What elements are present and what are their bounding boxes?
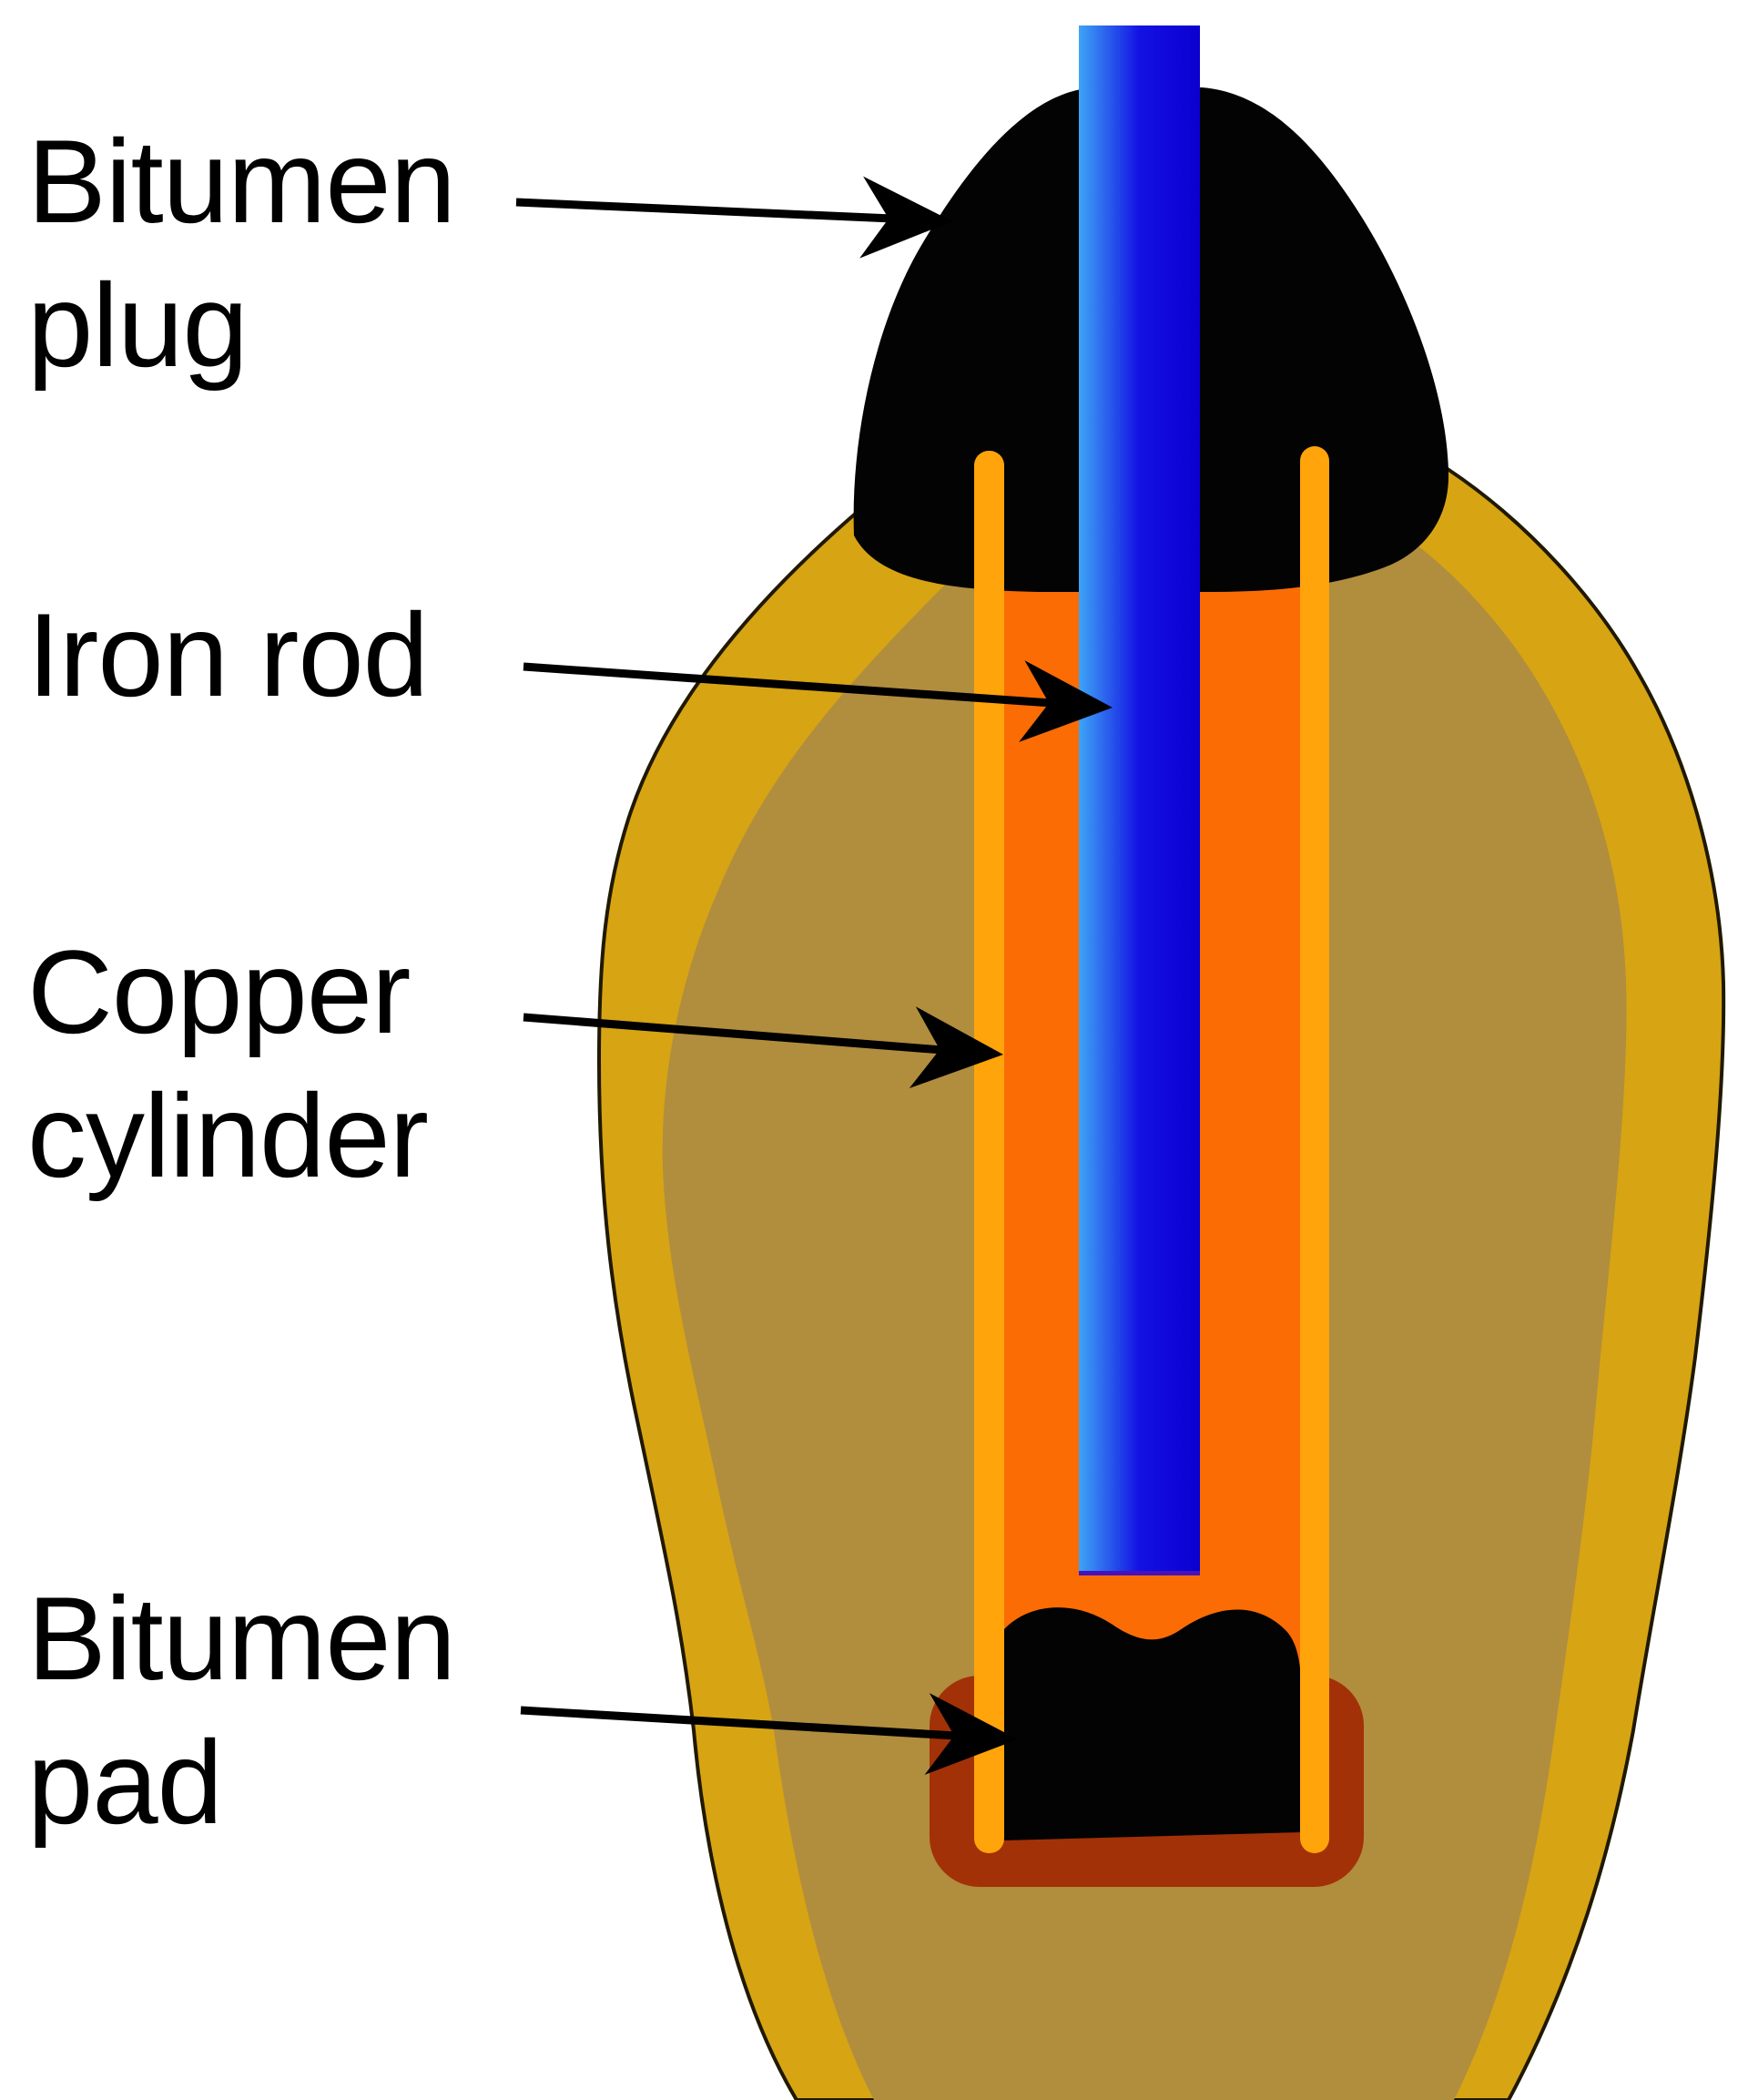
copper-cylinder-right-wall [1300, 446, 1329, 1853]
label-bitumen-plug-line1: Bitumen [27, 115, 456, 248]
iron-rod-shape [1079, 25, 1200, 1575]
label-iron-rod-line1: Iron rod [27, 588, 429, 721]
label-copper-cylinder-line1: Copper [27, 925, 411, 1058]
label-bitumen-plug: Bitumen plug [27, 109, 456, 397]
label-bitumen-plug-line2: plug [27, 259, 249, 392]
copper-cylinder-left-wall [974, 451, 1004, 1853]
label-bitumen-pad: Bitumen pad [27, 1566, 456, 1854]
arrow-to-bitumen-pad [520, 1693, 1018, 1775]
label-copper-cylinder: Copper cylinder [27, 920, 429, 1208]
iron-rod-bottom-edge [1079, 1571, 1200, 1575]
label-bitumen-pad-line1: Bitumen [27, 1572, 456, 1705]
arrow-to-iron-rod [523, 660, 1113, 742]
bitumen-pad-shape [1003, 1607, 1301, 1840]
arrow-to-copper-cylinder [523, 1006, 1003, 1089]
arrow-to-bitumen-plug [515, 176, 952, 259]
label-iron-rod: Iron rod [27, 583, 429, 727]
label-copper-cylinder-line2: cylinder [27, 1069, 429, 1202]
label-bitumen-pad-line2: pad [27, 1716, 223, 1849]
